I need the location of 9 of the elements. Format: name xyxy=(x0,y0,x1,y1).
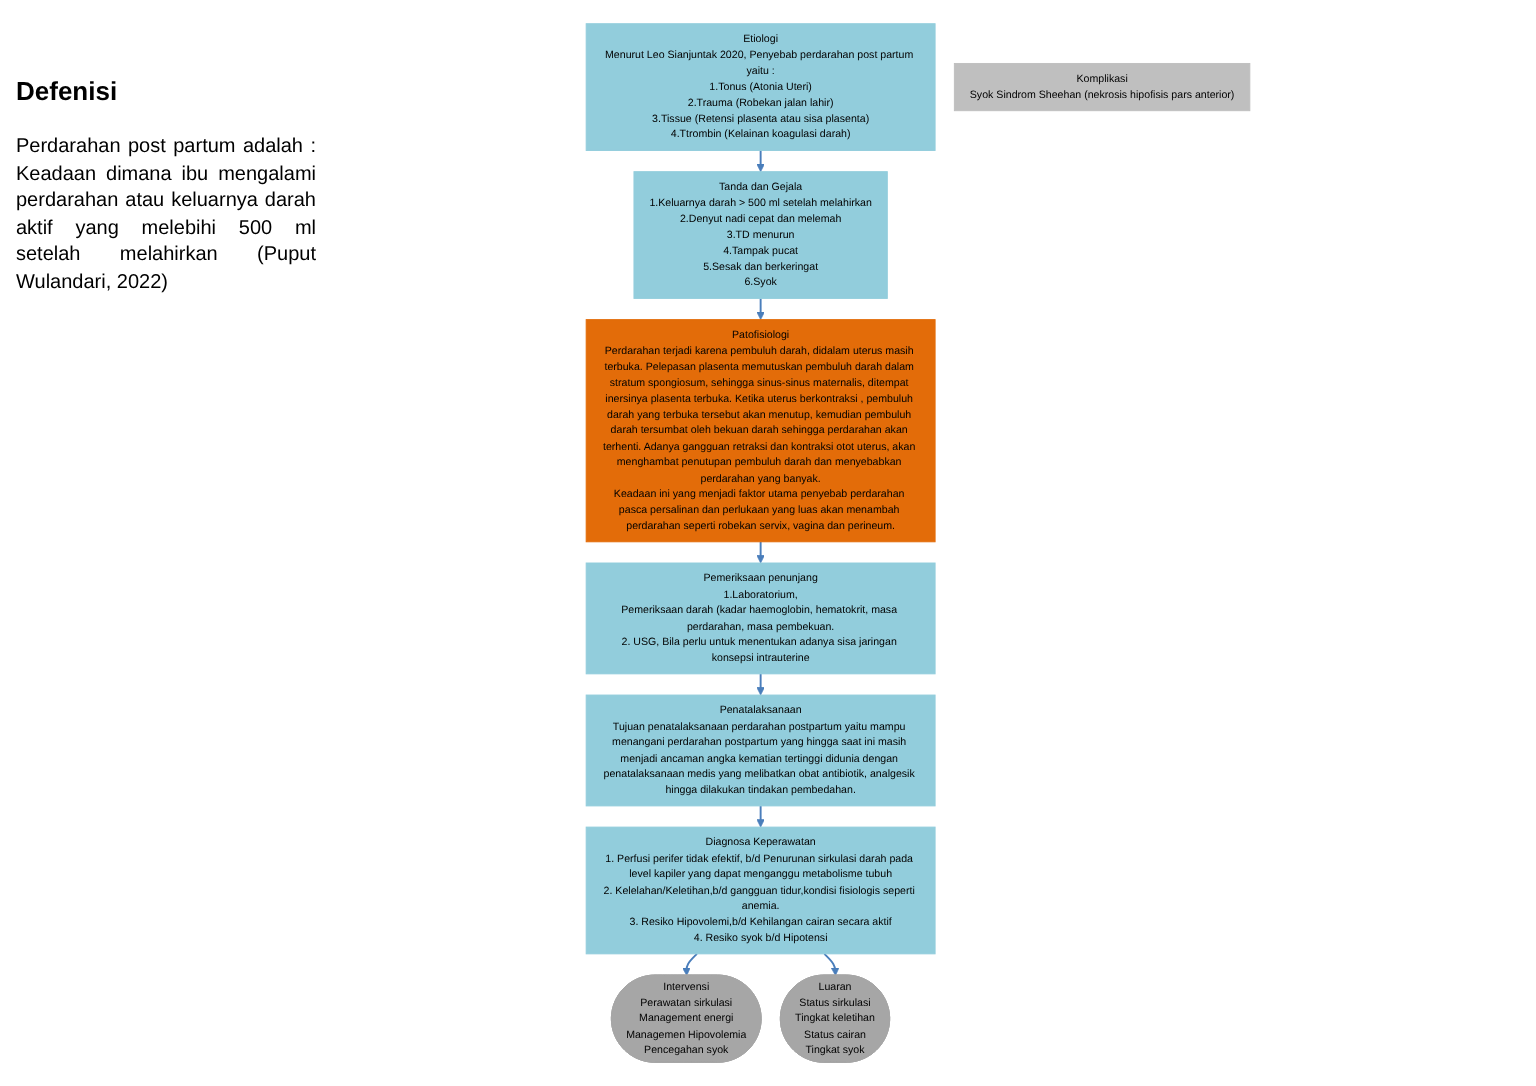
arrow xyxy=(756,804,765,828)
arrow xyxy=(756,297,765,320)
arrow xyxy=(756,672,765,696)
arrow xyxy=(756,540,765,564)
arrow xyxy=(756,149,765,173)
arrow xyxy=(682,952,698,976)
definition-text: Perdarahan post partum adalah : Keadaan dimana ibu mengalami perdarahan atau keluarnya darah aktif yang melebihi 500 ml setelah melahirkan (Puput Wulandari, 2022) xyxy=(16,134,316,296)
heading: Defenisi xyxy=(16,76,120,106)
arrow xyxy=(823,952,840,976)
